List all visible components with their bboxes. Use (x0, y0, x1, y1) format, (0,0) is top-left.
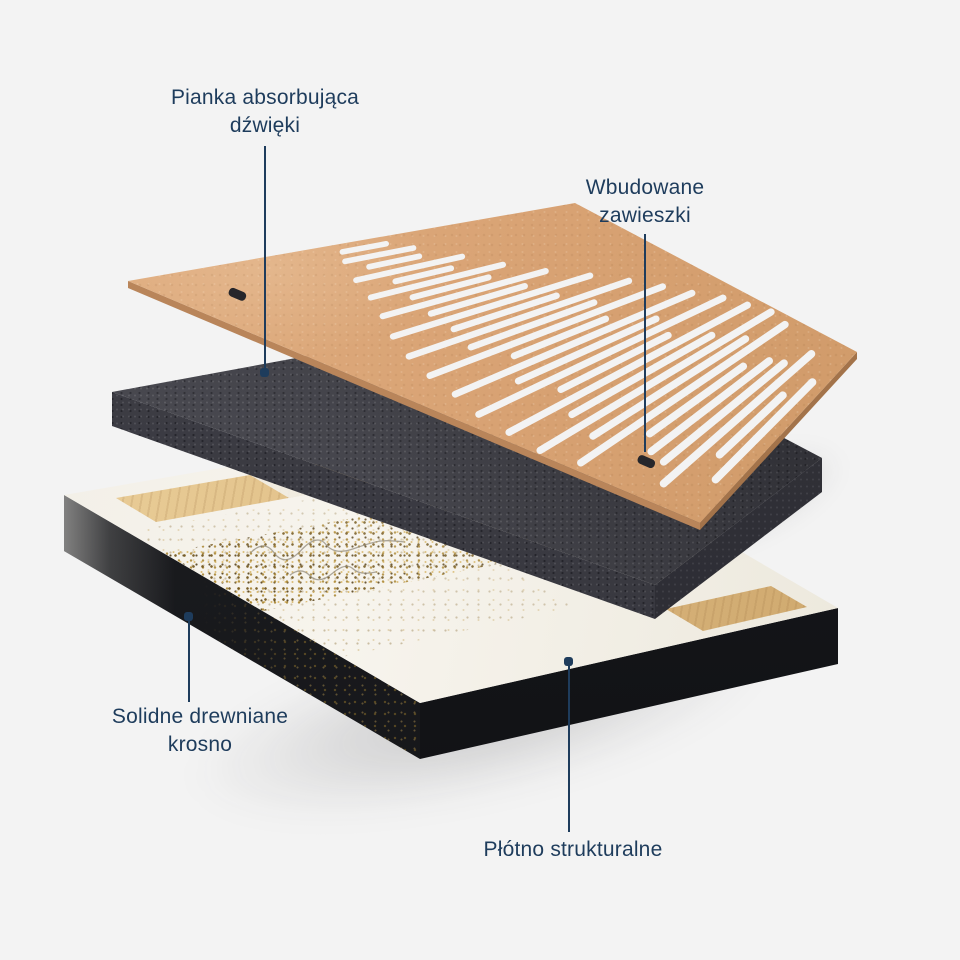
perforation-slot (647, 357, 774, 456)
perforation-slot (659, 350, 816, 488)
perforation-slot (427, 282, 528, 317)
label-foam-line1: Pianka absorbująca (170, 86, 360, 109)
label-foam: Pianka absorbująca dźwięki (115, 84, 415, 140)
perforation-slot (715, 391, 787, 459)
label-frame-line1: Solidne drewniane (111, 705, 289, 728)
perforation-slot (409, 274, 492, 301)
perforation-slot (536, 308, 775, 455)
perforation-slot (405, 277, 633, 360)
frame-connector-dot (184, 612, 193, 621)
hanger-slot (637, 455, 656, 469)
perforation-slot (577, 320, 789, 467)
perforation-slot (659, 359, 788, 466)
hangers-connector-line (644, 234, 646, 452)
perforation-slot (366, 253, 423, 270)
perforation-slot (557, 331, 672, 394)
label-canvas-line1: Płótno strukturalne (483, 838, 663, 861)
perforation-slot (367, 261, 506, 301)
perforation-slot (467, 299, 598, 351)
perforation-slot (339, 241, 389, 255)
perforation-slot (510, 315, 610, 360)
perforation-slot (389, 272, 594, 340)
canvas-connector-dot (564, 657, 573, 666)
foam-connector-line (264, 146, 266, 370)
label-foam-line2: dźwięki (229, 114, 301, 137)
label-frame: Solidne drewniane krosno (40, 703, 360, 759)
perforation-slot (450, 292, 560, 333)
frame-connector-line (188, 620, 190, 702)
label-hangers-line2: zawieszki (599, 204, 691, 227)
hanger-slot (228, 287, 247, 301)
label-hangers: Wbudowane zawieszki (495, 174, 795, 230)
perforation-slot (426, 283, 667, 380)
perforation-slot (645, 362, 748, 438)
label-frame-line2: krosno (167, 733, 233, 756)
perforation-slot (568, 331, 716, 419)
perforation-slot (451, 289, 696, 398)
label-canvas: Płótno strukturalne (423, 836, 723, 864)
perforation-slot (711, 378, 817, 484)
perforation-slot (505, 301, 751, 436)
perforation-slot (589, 335, 750, 440)
perforation-slot (475, 294, 727, 418)
perforation-slot (353, 253, 466, 284)
perforation-slot (342, 245, 417, 265)
canvas-connector-line (568, 666, 570, 832)
label-hangers-line1: Wbudowane (585, 176, 705, 199)
perforation-slot (379, 268, 549, 320)
perforation-slot (392, 265, 455, 285)
foam-connector-dot (260, 368, 269, 377)
perforation-slot (514, 315, 660, 385)
